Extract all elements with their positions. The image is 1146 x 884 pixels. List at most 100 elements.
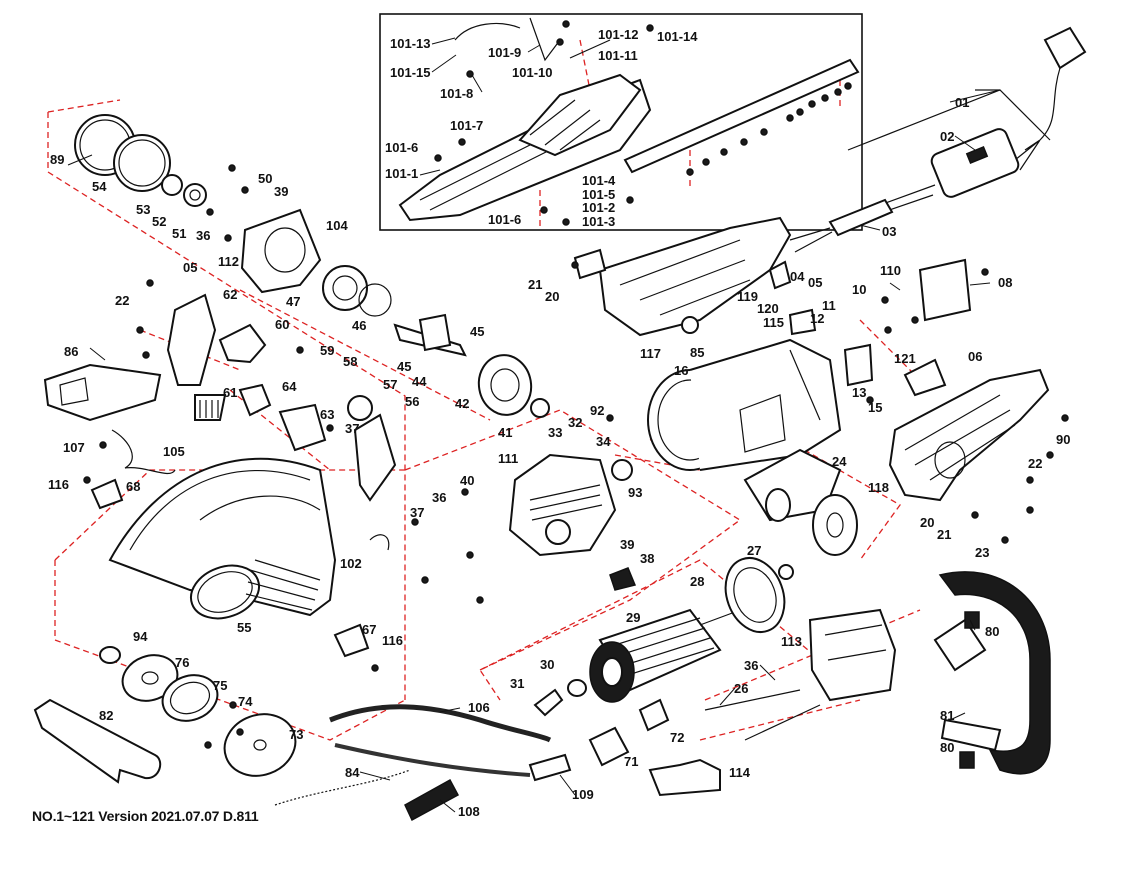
label: 27 [747,543,761,558]
label: 37 [345,421,359,436]
label: 101-14 [657,29,698,44]
label: 90 [1056,432,1070,447]
strip-101-4 [623,58,860,174]
label: 101-11 [598,48,638,63]
part-labels: 101-13 101-15 101-9 101-12 101-14 101-10… [48,27,1070,819]
label: 101-12 [598,27,638,42]
label: 68 [126,479,140,494]
label: 120 [757,301,779,316]
label: 105 [163,444,185,459]
top-box-frame [379,13,863,231]
label: 32 [568,415,582,430]
blade-guard-55 [108,457,337,620]
spring-102 [369,534,390,551]
label: 36 [432,490,446,505]
label: 39 [620,537,634,552]
switch-06 [903,358,947,397]
spring-101-13 [454,22,521,41]
label: 53 [136,202,150,217]
label: 45 [470,324,484,339]
label: 15 [868,400,882,415]
label: 11 [822,298,836,313]
label: 20 [920,515,934,530]
baffle-28 [724,557,786,633]
housing-118 [888,368,1050,502]
label: 71 [624,754,638,769]
label: 42 [455,396,469,411]
label: 21 [528,277,542,292]
lever-56 [353,413,397,502]
power-cord-assembly [789,26,1087,253]
label: 73 [289,727,303,742]
label: 04 [790,269,805,284]
label: 10 [852,282,866,297]
fitting-109 [528,753,572,782]
misc-parts [43,258,972,822]
wheel [812,494,858,556]
label: 86 [64,344,78,359]
nut-94 [99,646,121,664]
label: 64 [282,379,297,394]
label: 106 [468,700,490,715]
label: 59 [320,343,334,358]
label: 67 [362,622,376,637]
label: 23 [975,545,989,560]
label: 63 [320,407,334,422]
plate-73 [223,713,297,777]
label: 74 [238,694,253,709]
top-assembly-box [379,13,863,231]
cord-sleeve-03 [828,198,894,237]
coupling-71 [588,726,630,767]
label: 22 [115,293,129,308]
base-24 [743,448,858,556]
part-85 [681,316,699,334]
label: 26 [734,681,748,696]
screws-row [434,20,852,226]
bearing-41 [530,398,550,418]
carriage-101-8 [518,73,642,157]
gear-case-111 [508,453,637,591]
label: 101-9 [488,45,521,60]
pin-101-10 [569,39,611,59]
label: 108 [458,804,480,819]
bearing-30 [567,679,587,697]
label: 82 [99,708,113,723]
version-footer: NO.1~121 Version 2021.07.07 D.811 [32,808,259,824]
housing-117 [573,216,792,337]
leader-lines [67,37,1001,813]
label: 12 [810,311,824,326]
label: 94 [133,629,148,644]
label: 101-6 [385,140,418,155]
label: 38 [640,551,654,566]
handle-80-81 [933,571,1051,775]
label: 107 [63,440,85,455]
gear-housing-47 [240,208,322,294]
label: 101-3 [582,214,615,229]
label: 101-7 [450,118,483,133]
part-64 [238,383,272,417]
label: 36 [196,228,210,243]
label: 01 [955,95,969,110]
stator-113 [808,608,897,702]
label: 119 [737,289,758,304]
label: 111 [498,451,518,466]
label: 02 [940,129,954,144]
flange-76 [121,654,179,702]
label: 101-10 [512,65,552,80]
label: 29 [626,610,640,625]
label: 52 [152,214,166,229]
label: 61 [223,385,237,400]
label: 54 [92,179,107,194]
motor-housing-16 [647,338,842,471]
label: 117 [640,346,661,361]
label: 45 [397,359,411,374]
coil-57 [347,395,373,421]
flange-75 [161,674,219,722]
lever-101-9 [529,17,561,62]
ring-54 [113,134,171,192]
label: 51 [172,226,186,241]
label: 76 [175,655,189,670]
label: 109 [572,787,594,802]
